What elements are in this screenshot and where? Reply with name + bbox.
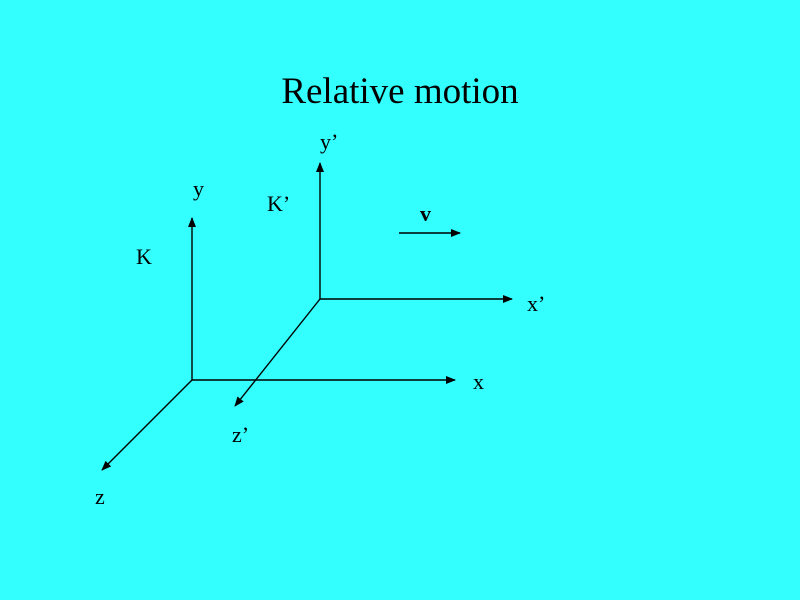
- frame-k-prime-axes: [234, 162, 513, 407]
- frame-k-prime-z-label: z’: [232, 422, 250, 447]
- velocity-label: v: [420, 201, 431, 226]
- frame-k-z-axis: [101, 379, 193, 471]
- frame-k-prime-y-label: y’: [320, 129, 339, 154]
- frame-k-x-label: x: [473, 369, 484, 394]
- frame-k-axes: [101, 217, 456, 471]
- frame-k-y-label: y: [193, 176, 204, 201]
- frame-k-prime-z-axis: [234, 298, 321, 407]
- frame-k-label: K: [136, 244, 152, 269]
- frame-k-prime-label: K’: [267, 191, 291, 216]
- frame-k-z-label: z: [95, 484, 105, 509]
- frame-k-prime-x-label: x’: [527, 291, 546, 316]
- slide-title: Relative motion: [281, 71, 519, 112]
